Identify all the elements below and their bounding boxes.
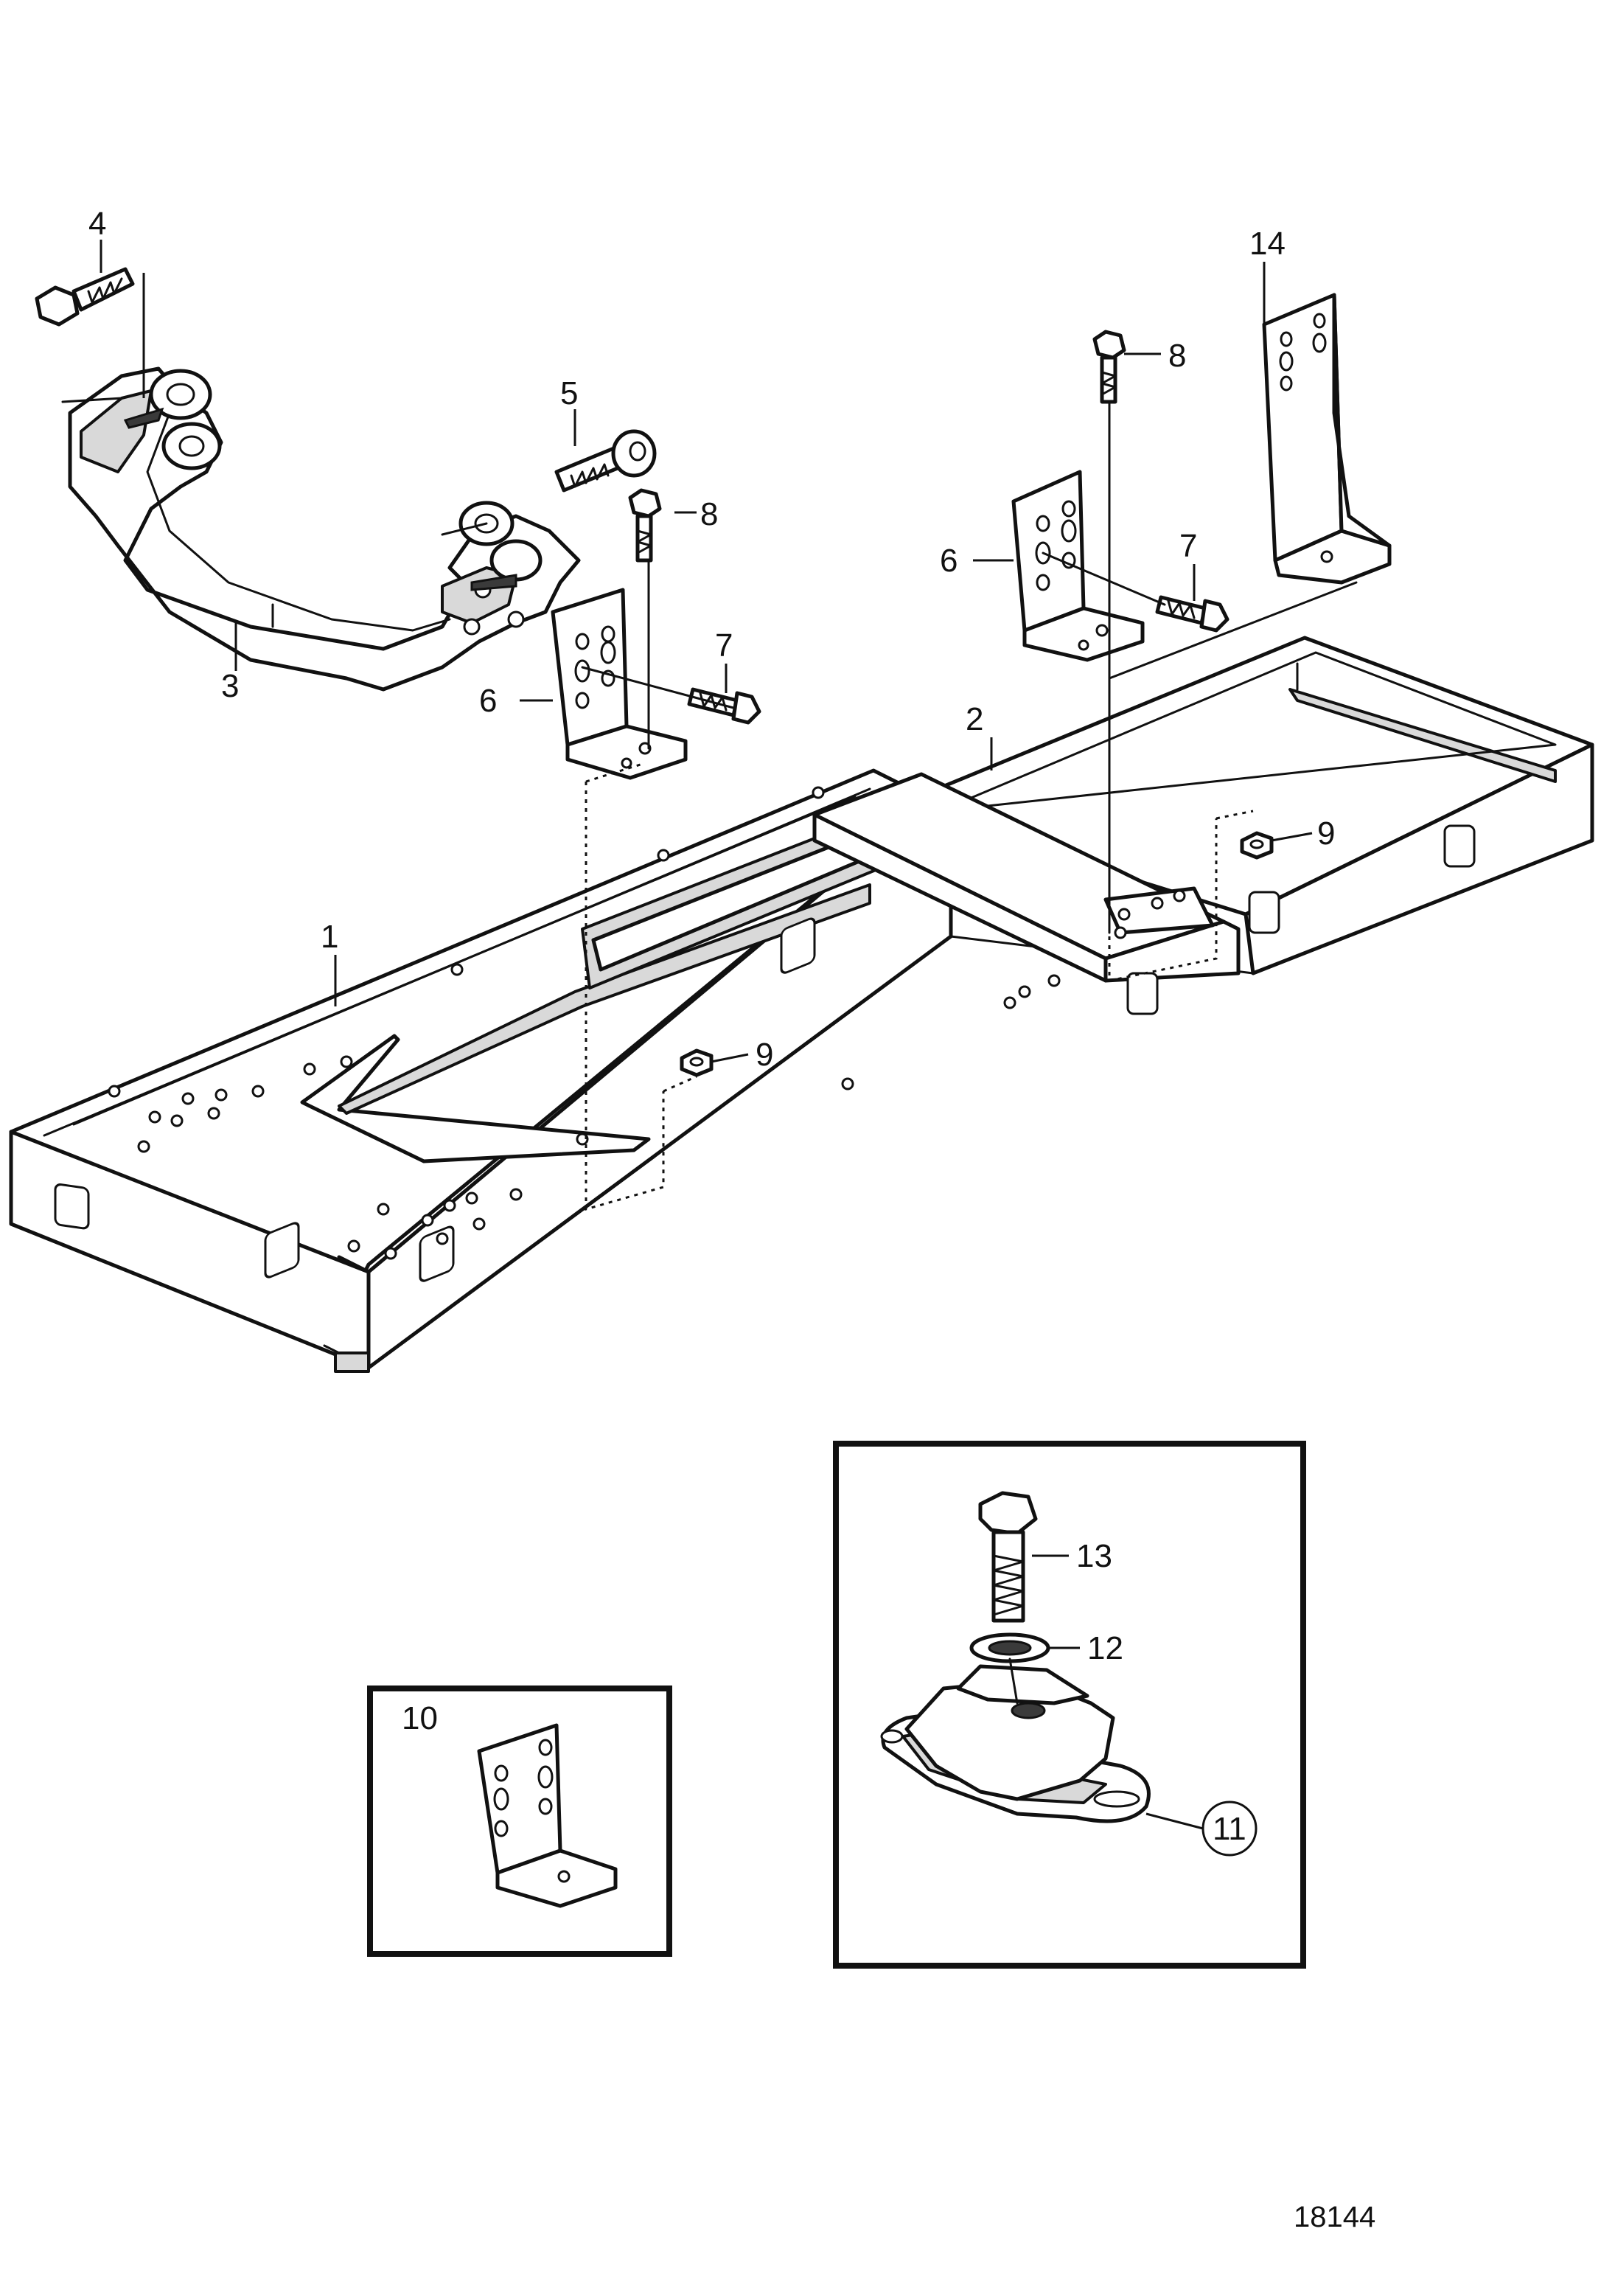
callout-9-right: 9 [1317,815,1335,852]
frame-bolt-holes [108,786,1061,1260]
callout-2: 2 [966,701,983,737]
callout-6-right: 6 [940,543,958,579]
detail-box-mounting [833,1441,1306,1969]
rear-frame-part-2 [581,636,1594,1015]
nut-part-9-left [680,1048,714,1077]
callout-14: 14 [1249,226,1286,262]
bolt-part-13 [978,1491,1038,1623]
bolt-part-7-right [1155,595,1229,633]
bolt-part-8-left [628,488,662,563]
bolt-part-8-right [1092,330,1126,404]
callout-6-left: 6 [479,683,497,719]
callout-7-right: 7 [1179,528,1197,564]
callout-11: 11 [1213,1811,1246,1847]
callout-8-left: 8 [700,496,718,532]
callout-3: 3 [221,668,239,704]
callout-8-right: 8 [1168,338,1186,374]
callout-9-left: 9 [756,1037,773,1073]
callout-7-left: 7 [715,627,733,664]
projection-lines [585,762,1254,1211]
callout-4: 4 [88,206,106,242]
bolt-part-5 [554,429,657,493]
detail-box-part-10 [367,1686,672,1957]
callout-labels: 4 5 8 8 14 6 6 7 7 3 2 9 9 1 10 13 12 11… [88,206,1375,2233]
washer-part-12 [969,1632,1050,1663]
callout-5: 5 [560,375,578,411]
callout-1: 1 [321,919,338,955]
angle-bracket-part-6-right [1011,470,1145,662]
nut-part-9-right [1240,831,1274,860]
callout-13: 13 [1076,1538,1112,1574]
callout-10: 10 [402,1700,438,1736]
callout-12: 12 [1087,1630,1123,1666]
bolt-part-4 [35,267,135,327]
engine-cradle-part-3 [61,366,581,692]
leader-lines [100,240,1358,1063]
angle-bracket-part-6-left [551,588,688,780]
support-bracket-part-14 [1262,293,1392,585]
rubber-mount-part-11 [880,1657,1151,1823]
figure-number: 18144 [1294,2201,1375,2233]
